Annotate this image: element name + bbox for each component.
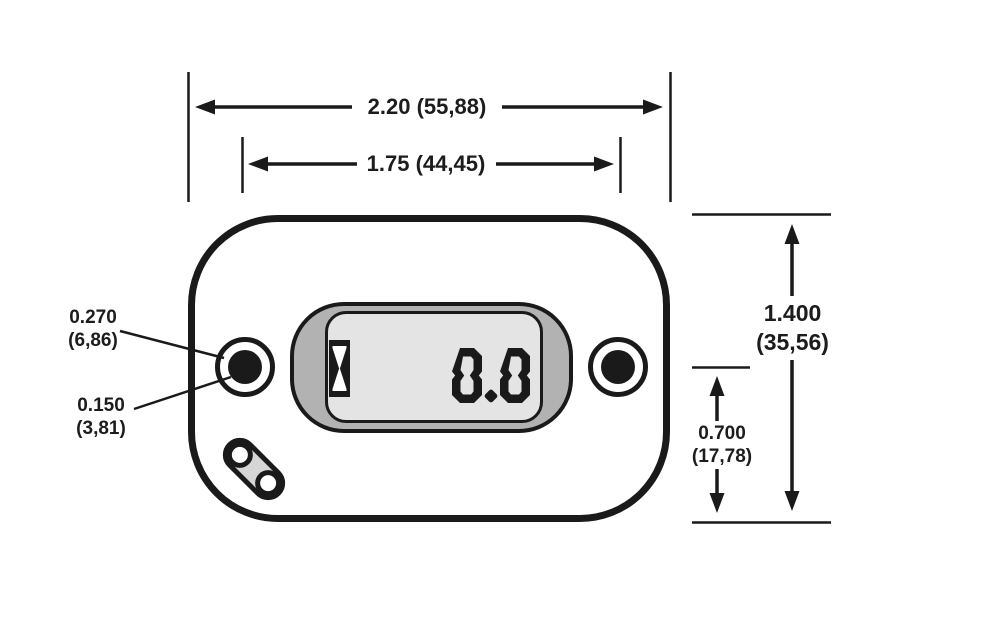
- label-hole-center-height: 0.700 (17,78): [677, 422, 767, 468]
- arrowhead-down: [784, 491, 800, 511]
- label-overall-height: 1.400 (35,56): [722, 299, 863, 357]
- label-hole-center-height-line2: (17,78): [691, 446, 753, 467]
- label-hole-inner-dia-line2: (3,81): [76, 418, 126, 439]
- label-hole-inner-dia-line1: 0.150: [77, 395, 125, 416]
- label-overall-height-line2: (35,56): [756, 329, 829, 355]
- mounting-hole-right: [588, 337, 648, 397]
- label-overall-width: 2.20 (55,88): [367, 94, 487, 119]
- arrowhead-up: [784, 224, 800, 244]
- label-hole-inner-dia: 0.150 (3,81): [68, 394, 134, 440]
- label-hole-outer-dia: 0.270 (6,86): [60, 306, 126, 352]
- arrowhead-right: [594, 156, 614, 172]
- label-hole-outer-dia-line1: 0.270: [69, 307, 117, 328]
- mounting-hole-right-bore: [601, 350, 635, 384]
- mounting-hole-left-bore: [228, 350, 262, 384]
- label-hole-outer-dia-line2: (6,86): [68, 330, 118, 351]
- arrowhead-down: [709, 493, 725, 513]
- lcd-value: [452, 348, 530, 403]
- hourglass-icon: [329, 340, 350, 397]
- label-hole-center-height-line1: 0.700: [698, 423, 746, 444]
- label-hole-spacing: 1.75 (44,45): [366, 151, 486, 176]
- arrowhead-up: [709, 376, 725, 396]
- mounting-hole-left: [215, 337, 275, 397]
- label-overall-height-line1: 1.400: [763, 300, 822, 326]
- arrowhead-left: [248, 156, 268, 172]
- arrowhead-right: [643, 99, 663, 115]
- dim-overall-height: [784, 224, 800, 511]
- arrowhead-left: [195, 99, 215, 115]
